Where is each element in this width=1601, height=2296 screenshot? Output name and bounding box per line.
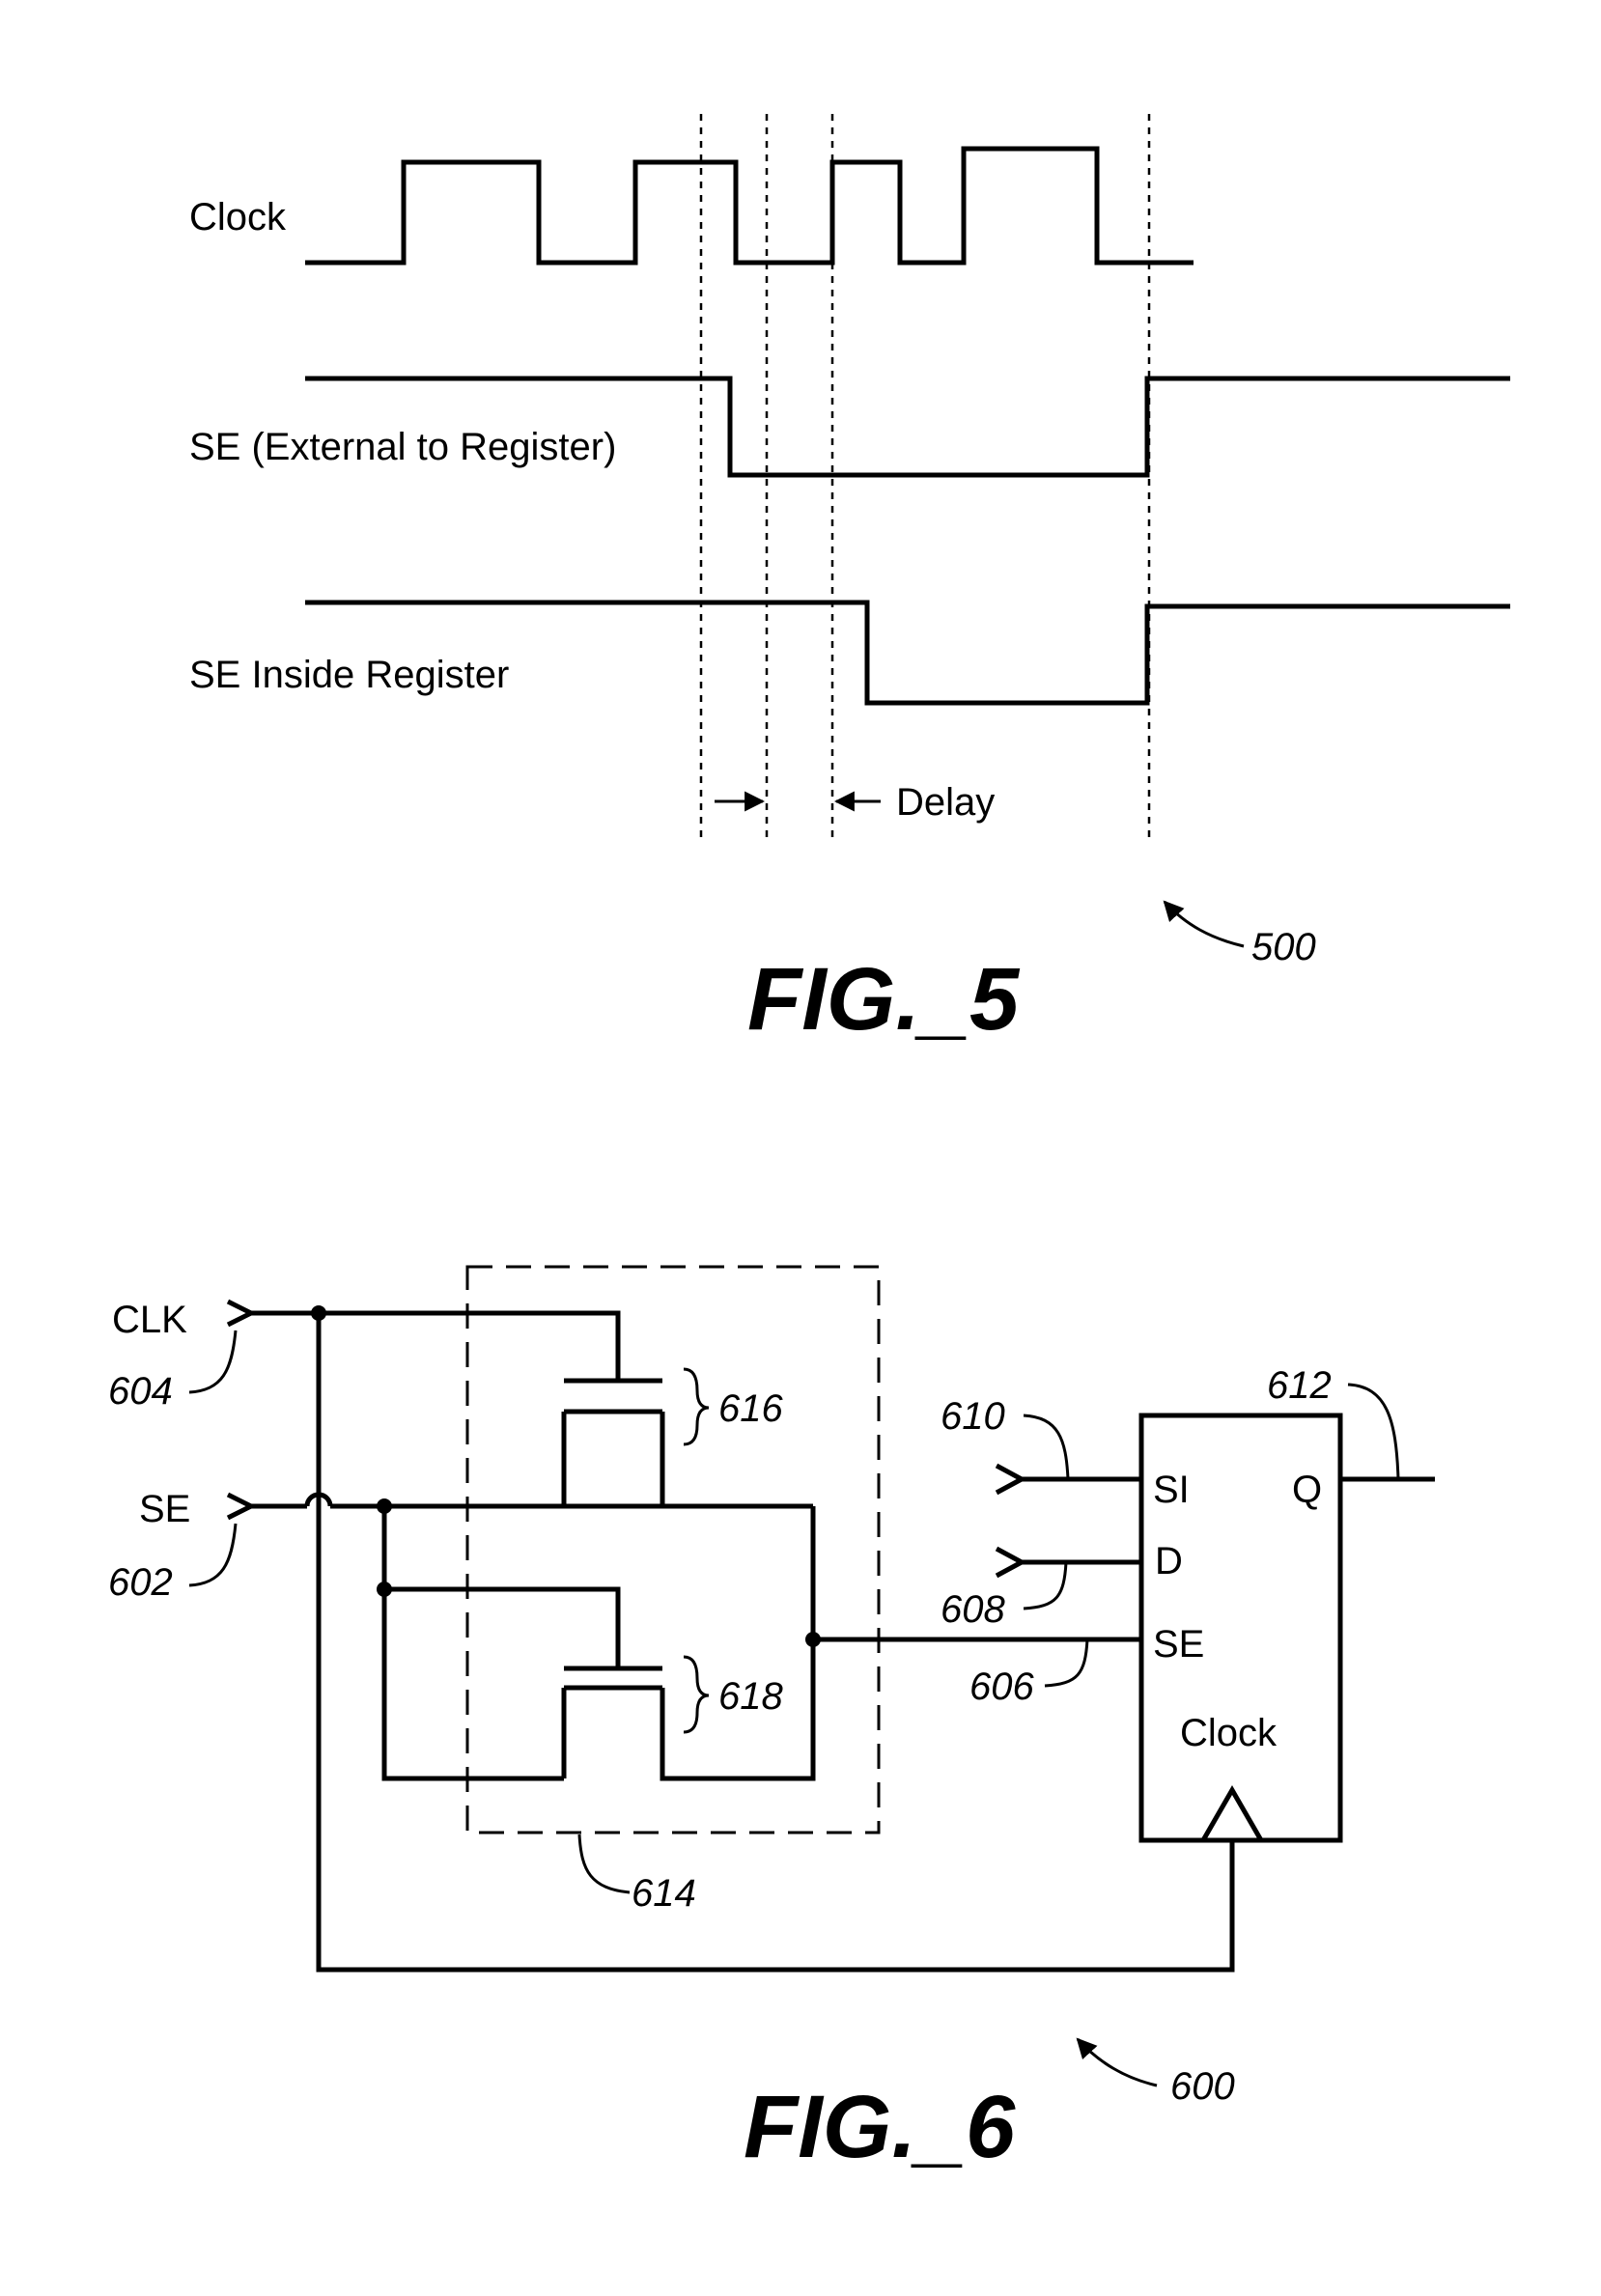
se-external-waveform: [305, 376, 1510, 478]
ref-612-leader: [1347, 1383, 1400, 1480]
se-input-label: SE: [139, 1488, 190, 1530]
clock-edge-triangle: [1200, 1784, 1264, 1842]
fig5-timing-diagram: Clock SE (External to Register) SE Insid…: [189, 114, 1510, 1049]
fig6-caption: FIG._6: [744, 2078, 1016, 2176]
clock-signal-label: Clock: [189, 196, 287, 238]
clock-waveform: [305, 146, 1194, 266]
scan-flipflop-block: [1138, 1413, 1343, 1843]
fig6-circuit-diagram: CLK 604 SE 602 616 618: [108, 1265, 1435, 2176]
se-external-signal-label: SE (External to Register): [189, 426, 616, 468]
ref-608: 608: [941, 1588, 1005, 1631]
se-branch-wire: [381, 1506, 564, 1781]
clk-input-chevron: [226, 1299, 257, 1328]
se-inside-waveform: [305, 600, 1510, 706]
se-input-chevron: [226, 1492, 257, 1521]
se-gate-wire-618: [384, 1586, 621, 1668]
clk-feedback-wire: [316, 1313, 1235, 1973]
pin-d-label: D: [1155, 1540, 1183, 1582]
ref-600: 600: [1170, 2065, 1235, 2108]
ref-602: 602: [108, 1561, 173, 1604]
ref-614: 614: [632, 1872, 696, 1915]
ref-610-leader: [1023, 1414, 1070, 1480]
pin-clock-label: Clock: [1180, 1712, 1278, 1754]
ref-606-leader: [1044, 1638, 1089, 1688]
ref-500: 500: [1251, 926, 1316, 968]
pin-si-label: SI: [1153, 1469, 1190, 1511]
ref-602-leader: [188, 1523, 238, 1587]
ref-612: 612: [1267, 1364, 1332, 1407]
fig5-caption: FIG._5: [747, 950, 1021, 1049]
clk-gate-wire-616: [319, 1310, 621, 1381]
transistor-616-drain: [660, 1412, 813, 1509]
transistor-618-drain: [660, 1506, 816, 1781]
gating-block-614-boundary: [465, 1265, 881, 1834]
ref-618: 618: [718, 1675, 783, 1718]
ref-600-leader: [1076, 2037, 1158, 2087]
brace-616: [683, 1367, 710, 1446]
pin-se-label: SE: [1153, 1623, 1204, 1666]
clk-input-label: CLK: [112, 1299, 187, 1341]
ref-608-leader: [1023, 1561, 1068, 1610]
si-input-chevron: [995, 1463, 1027, 1496]
delay-label: Delay: [896, 781, 995, 824]
brace-618: [683, 1655, 710, 1734]
ref-616: 616: [718, 1387, 783, 1430]
ref-614-leader: [577, 1834, 631, 1894]
ref-604-leader: [188, 1330, 238, 1394]
ref-500-leader: [1163, 900, 1245, 948]
ref-604: 604: [108, 1370, 173, 1413]
d-input-chevron: [995, 1546, 1027, 1579]
pin-q-label: Q: [1292, 1469, 1322, 1511]
se-inside-signal-label: SE Inside Register: [189, 654, 509, 696]
ref-610: 610: [941, 1395, 1005, 1438]
ref-606: 606: [969, 1666, 1034, 1708]
